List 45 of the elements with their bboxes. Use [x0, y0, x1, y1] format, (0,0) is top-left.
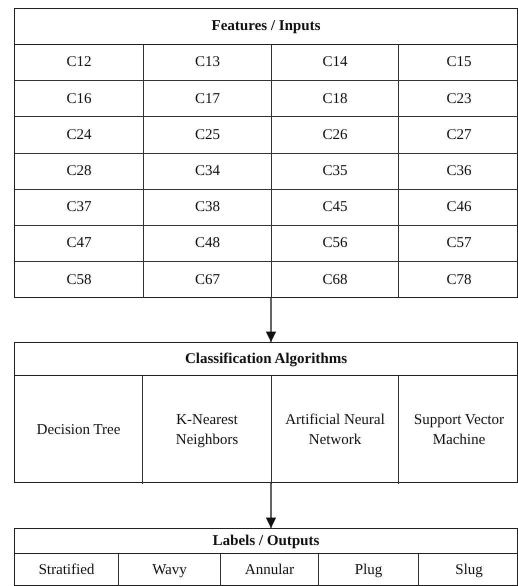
table-cell: C26: [272, 117, 399, 154]
table-heading: Classification Algorithms: [15, 343, 517, 376]
table-cell: Artificial Neural Network: [272, 376, 399, 484]
table-cell: C58: [15, 262, 144, 298]
arrow: [266, 298, 276, 342]
table-cell: C17: [144, 81, 272, 118]
table-cell: C18: [272, 81, 399, 118]
table-cell: C27: [399, 117, 518, 154]
table-cell: Annular: [221, 554, 319, 586]
table-cell: Stratified: [15, 554, 119, 586]
table-panel: [14, 8, 518, 298]
table-cell: Decision Tree: [15, 376, 143, 484]
table-cell: C35: [272, 154, 399, 190]
table-cell: C24: [15, 117, 144, 154]
table-cell: C46: [399, 190, 518, 226]
table-cell: C68: [272, 262, 399, 298]
table-cell: C78: [399, 262, 518, 298]
table-cell: C36: [399, 154, 518, 190]
table-cell: C48: [144, 226, 272, 262]
table-cell: C25: [144, 117, 272, 154]
table-cell: C34: [144, 154, 272, 190]
arrow: [266, 483, 276, 528]
table-heading: Features / Inputs: [15, 9, 517, 45]
table-panel: [14, 528, 518, 586]
table-cell: C45: [272, 190, 399, 226]
table-cell: C47: [15, 226, 144, 262]
table-cell: C56: [272, 226, 399, 262]
table-cell: C28: [15, 154, 144, 190]
table-panel: [14, 342, 518, 483]
table-cell: Slug: [419, 554, 518, 586]
table-cell: Wavy: [119, 554, 221, 586]
table-cell: C14: [272, 45, 399, 82]
table-cell: C15: [399, 45, 518, 82]
table-cell: C16: [15, 81, 144, 118]
table-cell: C23: [399, 81, 518, 118]
table-cell: C37: [15, 190, 144, 226]
table-heading: Labels / Outputs: [15, 529, 517, 554]
table-cell: C13: [144, 45, 272, 82]
table-cell: K-Nearest Neighbors: [143, 376, 272, 484]
table-cell: C38: [144, 190, 272, 226]
table-cell: C67: [144, 262, 272, 298]
table-cell: C12: [15, 45, 144, 82]
table-cell: Plug: [319, 554, 419, 586]
table-cell: Support Vector Machine: [399, 376, 518, 484]
table-cell: C57: [399, 226, 518, 262]
